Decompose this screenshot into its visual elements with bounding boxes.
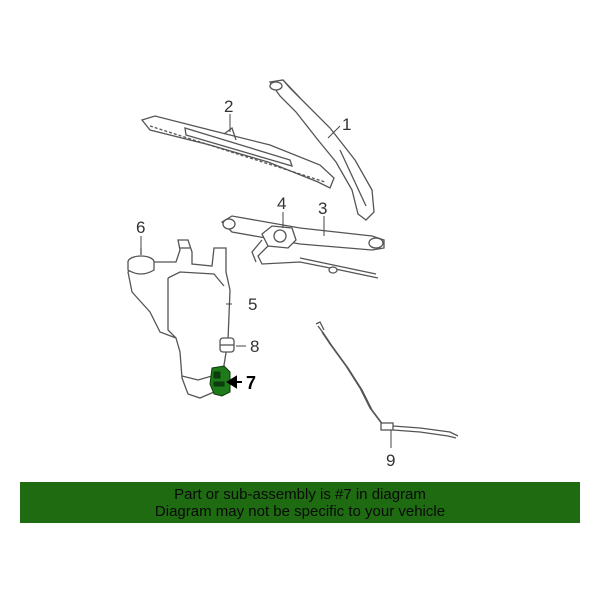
wiper-arm	[268, 79, 375, 221]
callout-7: 7	[246, 373, 256, 393]
washer-reservoir	[127, 239, 231, 399]
callout-4: 4	[277, 194, 286, 213]
washer-pump-highlighted	[209, 365, 231, 397]
callout-5: 5	[248, 295, 257, 314]
callout-6: 6	[136, 218, 145, 237]
banner-line-2: Diagram may not be specific to your vehi…	[154, 502, 446, 520]
callout-3: 3	[318, 199, 327, 218]
washer-hose	[315, 321, 459, 439]
leader-lines	[140, 114, 392, 448]
info-banner: Part or sub-assembly is #7 in diagram Di…	[20, 482, 580, 523]
wiper-blade	[140, 115, 335, 189]
callout-2: 2	[224, 97, 233, 116]
banner-line-1: Part or sub-assembly is #7 in diagram	[174, 485, 426, 503]
reservoir-cap	[127, 248, 155, 275]
leader-arrow-7	[226, 375, 242, 389]
wiper-linkage	[220, 215, 385, 279]
callout-1: 1	[342, 115, 351, 134]
grommet	[219, 337, 235, 353]
callout-9: 9	[386, 451, 395, 470]
callout-8: 8	[250, 337, 259, 356]
